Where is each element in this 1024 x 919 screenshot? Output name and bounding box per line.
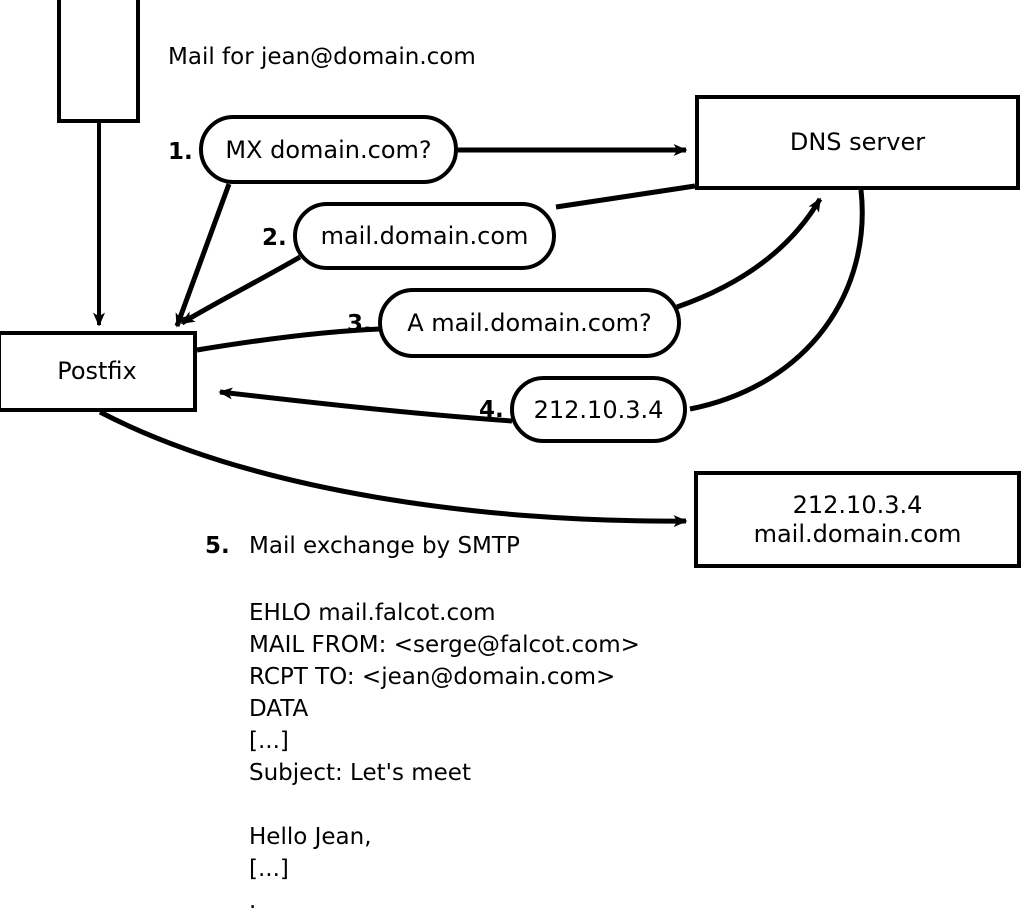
step-1-label: MX domain.com? xyxy=(225,135,432,164)
caption-mail-for: Mail for jean@domain.com xyxy=(168,44,476,70)
wire-step1-to-postfix xyxy=(174,183,232,328)
step-5-number: 5. xyxy=(205,533,230,559)
wire-postfix-to-step3 xyxy=(196,326,381,353)
step-3-bubble: A mail.domain.com? xyxy=(378,288,681,358)
node-postfix: Postfix xyxy=(0,331,197,412)
step-2-bubble: mail.domain.com xyxy=(293,202,556,270)
node-postfix-label: Postfix xyxy=(57,357,137,386)
step-2-number: 2. xyxy=(262,225,287,251)
wire-step4-to-postfix xyxy=(218,387,513,424)
step-2-label: mail.domain.com xyxy=(320,222,529,250)
smtp-transcript: EHLO mail.falcot.com MAIL FROM: <serge@f… xyxy=(249,600,640,914)
wire-dns-to-step2 xyxy=(555,183,696,210)
node-mail-server: 212.10.3.4 mail.domain.com xyxy=(694,471,1021,568)
step-4-label: 212.10.3.4 xyxy=(533,395,664,424)
step-1-number: 1. xyxy=(168,139,193,165)
node-mail-server-hostname: mail.domain.com xyxy=(753,519,962,548)
node-dns-server-label: DNS server xyxy=(789,128,926,157)
step-3-number: 3. xyxy=(347,311,372,337)
step-5-label: Mail exchange by SMTP xyxy=(249,533,520,559)
step-4-bubble: 212.10.3.4 xyxy=(510,376,687,443)
step-3-label: A mail.domain.com? xyxy=(407,309,652,337)
node-mail-server-ip: 212.10.3.4 xyxy=(792,491,923,520)
step-4-number: 4. xyxy=(479,397,504,423)
wire-dns-to-step4 xyxy=(689,189,865,412)
node-dns-server: DNS server xyxy=(695,95,1020,190)
wire-postfix-to-mailserver xyxy=(98,409,688,528)
wire-step2-to-postfix xyxy=(180,254,302,326)
node-client xyxy=(57,0,140,123)
step-1-bubble: MX domain.com? xyxy=(199,115,458,184)
wire-step3-to-dns xyxy=(676,197,823,310)
